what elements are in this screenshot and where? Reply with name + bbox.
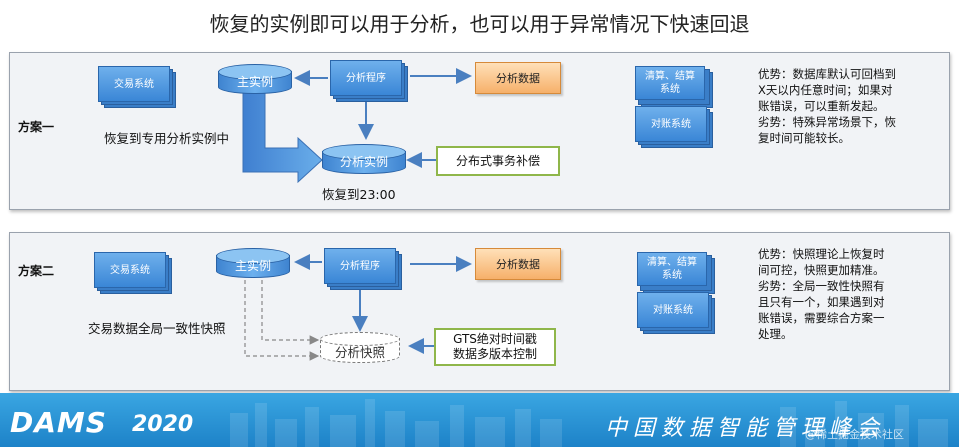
scheme1-label: 方案一 [18,120,55,134]
scheme2-clearing-system: 清算、结算系统 [637,252,715,294]
watermark: @稀土掘金技术社区 [805,428,904,441]
footer-banner [0,393,959,447]
scheme2-analysis-snapshot: 分析快照 [320,332,400,366]
scheme1-clearing-system: 清算、结算系统 [635,66,713,108]
scheme1-note: 优势：数据库默认可回档到 X天以内任意时间；如果对 账错误，可以重新发起。 劣势… [758,67,896,145]
skyline-decoration [230,399,948,447]
scheme2-primary-instance: 主实例 [216,248,290,282]
scheme1-analysis-instance: 分析实例 [322,144,406,178]
scheme1-trade-system: 交易系统 [98,66,176,108]
scheme2-note: 优势：快照理论上恢复时 间可控，快照更加精准。 劣势：全局一致性快照有 且只有一… [758,247,885,341]
scheme2-snapshot-caption: 交易数据全局一致性快照 [88,321,226,336]
dams-logo: DAMS [10,406,107,439]
scheme1-restore-caption: 恢复到专用分析实例中 [104,131,230,146]
scheme1-analysis-data: 分析数据 [475,62,561,94]
page-title: 恢复的实例即可以用于分析，也可以用于异常情况下快速回退 [209,12,750,36]
scheme2-reconcile-system: 对账系统 [637,292,715,334]
conference-name: 中国数据智能管理峰会 [605,416,886,441]
scheme1-restore-time: 恢复到23:00 [322,187,396,202]
scheme1-analysis-program: 分析程序 [330,60,408,102]
scheme1-compensation: 分布式事务补偿 [436,146,560,176]
scheme1-primary-instance: 主实例 [218,64,292,98]
scheme2-trade-system: 交易系统 [94,252,172,294]
scheme1-reconcile-system: 对账系统 [635,106,713,148]
scheme2-analysis-program: 分析程序 [324,248,402,290]
scheme2-gts-box: GTS绝对时间戳 数据多版本控制 [434,328,556,366]
scheme2-analysis-data: 分析数据 [475,248,561,280]
scheme2-label: 方案二 [18,264,55,278]
restore-big-arrow [242,91,323,184]
dams-year: 2020 [132,412,194,437]
